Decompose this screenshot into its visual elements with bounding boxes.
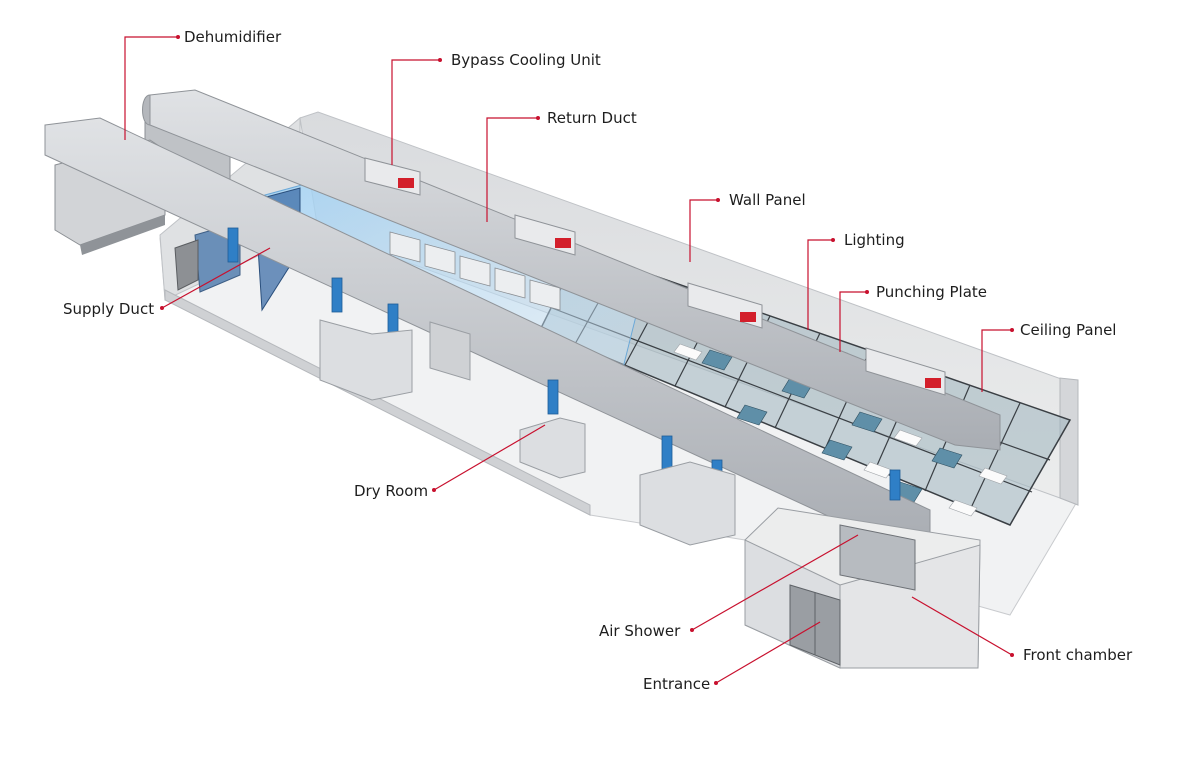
floor-equipment bbox=[319, 319, 736, 546]
process-equipment bbox=[389, 231, 561, 311]
light-fixture bbox=[863, 461, 893, 479]
process-box bbox=[429, 321, 471, 381]
leader-supply-duct bbox=[161, 247, 271, 309]
label-bypass-cooling-unit: Bypass Cooling Unit bbox=[451, 51, 601, 69]
equipment-module bbox=[389, 231, 421, 263]
air-shower-booth bbox=[839, 524, 916, 591]
left-cabinet bbox=[174, 239, 199, 291]
light-fixture bbox=[948, 499, 978, 517]
front-wall-panel bbox=[164, 289, 591, 516]
equipment-module bbox=[424, 243, 456, 275]
leader-dot bbox=[536, 116, 540, 120]
leader-entrance bbox=[715, 621, 821, 684]
punching-plate bbox=[851, 411, 883, 433]
air-handler-box bbox=[519, 417, 586, 479]
leader-wall-panel bbox=[689, 199, 718, 262]
leader-dry-room bbox=[433, 424, 546, 491]
leader-bypass-cooling-unit bbox=[391, 59, 440, 165]
air-handler-box bbox=[319, 319, 413, 401]
leader-ceiling-panel bbox=[981, 329, 1012, 392]
leader-dot bbox=[1010, 653, 1014, 657]
bypass-cooling-unit bbox=[687, 282, 763, 329]
punching-plate bbox=[931, 447, 963, 469]
label-dry-room: Dry Room bbox=[354, 482, 428, 500]
leader-lighting bbox=[807, 239, 833, 330]
leader-front-chamber bbox=[911, 596, 1013, 656]
return-duct bbox=[142, 89, 1001, 451]
leader-dehumidifier bbox=[124, 36, 178, 140]
label-lighting: Lighting bbox=[844, 231, 905, 249]
label-air-shower: Air Shower bbox=[599, 622, 681, 640]
equipment-module bbox=[494, 267, 526, 299]
supply-drop bbox=[227, 227, 239, 263]
punching-plate bbox=[736, 404, 768, 426]
leader-dot bbox=[438, 58, 442, 62]
bypass-cooling-unit bbox=[865, 347, 946, 396]
dehumidifier-unit-face bbox=[80, 215, 165, 255]
leader-dots bbox=[160, 35, 1014, 685]
label-front-chamber: Front chamber bbox=[1023, 646, 1133, 664]
air-handler-box bbox=[639, 461, 736, 546]
supply-drop bbox=[547, 379, 559, 415]
supply-drop bbox=[331, 277, 343, 313]
right-end-wall bbox=[1059, 377, 1079, 506]
leader-dot bbox=[690, 628, 694, 632]
return-duct-elbow bbox=[142, 94, 151, 126]
leader-dot bbox=[1010, 328, 1014, 332]
supply-drop bbox=[661, 435, 673, 471]
label-return-duct: Return Duct bbox=[547, 109, 637, 127]
equipment-module bbox=[529, 279, 561, 311]
leader-dot bbox=[714, 681, 718, 685]
front-chamber bbox=[744, 507, 981, 669]
leader-air-shower bbox=[691, 534, 859, 631]
label-entrance: Entrance bbox=[643, 675, 710, 693]
leader-dot bbox=[831, 238, 835, 242]
label-punching-plate: Punching Plate bbox=[876, 283, 987, 301]
leader-dot bbox=[160, 306, 164, 310]
equipment-module bbox=[459, 255, 491, 287]
leader-punching-plate bbox=[839, 291, 867, 352]
leader-dot bbox=[176, 35, 180, 39]
label-ceiling-panel: Ceiling Panel bbox=[1020, 321, 1116, 339]
leader-dot bbox=[432, 488, 436, 492]
supply-drop bbox=[889, 469, 901, 501]
light-fixture bbox=[893, 429, 923, 447]
leader-dot bbox=[716, 198, 720, 202]
bypass-cooling-unit bbox=[364, 157, 421, 196]
callout-labels: Dehumidifier Bypass Cooling Unit Return … bbox=[63, 28, 1133, 693]
leader-lines bbox=[124, 36, 1013, 684]
leader-dot bbox=[865, 290, 869, 294]
light-fixture bbox=[673, 343, 703, 361]
punching-plate bbox=[821, 439, 853, 461]
label-supply-duct: Supply Duct bbox=[63, 300, 154, 318]
light-fixture bbox=[978, 467, 1008, 485]
label-dehumidifier: Dehumidifier bbox=[184, 28, 282, 46]
label-wall-panel: Wall Panel bbox=[729, 191, 806, 209]
bypass-cooling-units bbox=[364, 157, 946, 396]
bypass-cooling-unit bbox=[514, 214, 576, 256]
leader-return-duct bbox=[486, 117, 538, 222]
punching-plate bbox=[701, 349, 733, 371]
